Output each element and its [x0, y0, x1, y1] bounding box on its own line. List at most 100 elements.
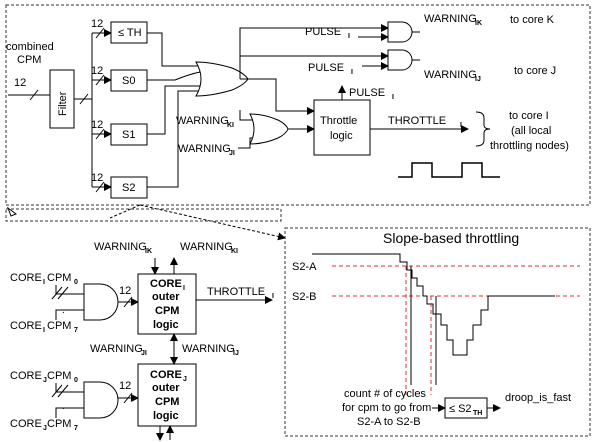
to-core-k: to core K: [510, 14, 555, 26]
core-j-cpm0-sub: J: [43, 377, 47, 384]
s2-slash: [95, 181, 105, 193]
bl-warning-ji-sub: JI: [141, 350, 147, 357]
or-gate-warning: [249, 113, 289, 145]
warning-ik-sub: IK: [475, 20, 482, 27]
bl-warning-ki-sub: KI: [231, 248, 238, 255]
bl-warning-ij: WARNING: [182, 343, 235, 355]
s0-label: S0: [122, 75, 135, 87]
core-i-cpm0-cpm: CPM: [47, 272, 71, 284]
core-j-label-sub: J: [183, 376, 187, 383]
core-j-cpm0-index: 0: [74, 377, 78, 384]
core-j-cpm0-cpm: CPM: [47, 370, 71, 382]
bl-warning-ik: WARNING: [94, 241, 147, 253]
core-i-bus-width: 12: [119, 285, 131, 297]
core-i-cpm7-index: 7: [74, 327, 78, 334]
pulse-waveform: [398, 162, 500, 178]
s2-to-or: [147, 90, 200, 188]
core-i-cpm7-cpm: CPM: [47, 320, 71, 332]
pulse-to-j: PULSE: [308, 62, 344, 74]
count-line-3: S2-A to S2-B: [357, 416, 421, 428]
and-gate-j: [387, 49, 413, 71]
dash-link-arrowhead: [6, 206, 18, 217]
s1-slash: [95, 128, 105, 140]
pulse-to-j-sub: I: [351, 69, 353, 76]
or-gate-main: [195, 61, 249, 97]
warning-ij-sub: IJ: [475, 76, 481, 83]
to-core-i-3: throttling nodes): [490, 140, 569, 152]
core-j-cpm7: CORE: [10, 418, 42, 430]
core-i-cpm7-sub: I: [43, 327, 45, 334]
core-i-and-slash: [123, 296, 133, 308]
slope-title: Slope-based throttling: [383, 230, 519, 246]
core-j-label: CORE: [150, 369, 182, 381]
pulse-to-k-sub: I: [348, 33, 350, 40]
compare-s2th-sub: TH: [473, 410, 482, 417]
top-block: combined CPM 12 Filter 12 ≤ TH 12 S0 12 …: [5, 4, 591, 206]
pulse-i-out-sub: I: [392, 94, 394, 101]
core-j-and-slash: [123, 392, 133, 404]
cpm-i0-slash-b: [57, 286, 69, 300]
s0-bus-width: 12: [91, 65, 103, 77]
bottom-left-frame: [5, 208, 282, 222]
cpm-j7-wire: [55, 407, 84, 418]
bl-warning-ik-sub: IK: [145, 248, 152, 255]
input-bus-slash: [29, 89, 39, 101]
throttle-logic-box: [313, 99, 371, 156]
top-block-frame: [5, 4, 591, 206]
core-j-cpm7-sub: J: [43, 425, 47, 432]
core-i-outer: outer: [152, 291, 180, 303]
warning-ki-input-sub: KI: [227, 122, 234, 129]
warning-ik: WARNING: [424, 13, 477, 25]
core-j-ellipsis: .: [62, 401, 65, 412]
level-s2a: S2-A: [292, 261, 317, 273]
core-j-cpm7-cpm: CPM: [47, 418, 71, 430]
cpm-waveform: [312, 253, 555, 356]
core-j-cpm: CPM: [155, 396, 179, 408]
throttle-i-sub: I: [460, 122, 462, 129]
bl-warning-ij-sub: IJ: [233, 350, 239, 357]
s2-label: S2: [122, 182, 135, 194]
brace: [475, 111, 491, 147]
and-gate-k: [387, 21, 413, 43]
cpm-i7-wire: [55, 309, 84, 320]
count-line-1: count # of cycles: [344, 388, 426, 400]
bl-throttle-i-sub: I: [272, 293, 274, 300]
s0-slash: [95, 74, 105, 86]
compare-s2th-label: ≤ S2: [449, 403, 472, 415]
to-core-j: to core J: [514, 65, 556, 77]
s0-to-or: [147, 71, 201, 81]
to-core-i-2: (all local: [511, 125, 551, 137]
core-j-bus-width: 12: [119, 380, 131, 392]
core-j-logic-box: [137, 363, 197, 427]
droop-is-fast: droop_is_fast: [505, 392, 571, 404]
th-slash: [95, 27, 105, 39]
bl-warning-ki: WARNING: [180, 241, 233, 253]
core-i-cpm7: CORE: [10, 320, 42, 332]
input-bus-width: 12: [14, 77, 26, 89]
s2-bus-width: 12: [91, 172, 103, 184]
core-j-outer: outer: [152, 382, 180, 394]
count-line-2: for cpm to go from: [342, 402, 431, 414]
throttle-logic-label-2: logic: [330, 130, 353, 142]
bl-throttle-i: THROTTLE: [207, 286, 265, 298]
core-j-and-gate: [83, 381, 119, 419]
th-bus-width: 12: [91, 18, 103, 30]
core-i-label-sub: I: [183, 285, 185, 292]
or-to-and-k: [239, 24, 389, 79]
combined-cpm-label-2: CPM: [17, 54, 41, 66]
throttle-logic-label-1: Throttle: [320, 115, 357, 127]
or-to-throttle: [248, 78, 315, 115]
core-i-cpm0: CORE: [10, 272, 42, 284]
th-to-or: [147, 32, 200, 67]
slope-panel-frame: [284, 227, 591, 437]
core-i-cpm: CPM: [155, 305, 179, 317]
warning-ij: WARNING: [424, 69, 477, 81]
to-core-i-1: to core I: [509, 110, 549, 122]
core-j-logic: logic: [153, 410, 179, 422]
cpm-i0-slash-a: [51, 286, 63, 300]
throttle-i-label: THROTTLE: [388, 115, 446, 127]
warning-ki-input: WARNING: [176, 115, 229, 127]
warning-ji-input: WARNING: [178, 143, 231, 155]
core-i-logic-box: [137, 273, 197, 335]
